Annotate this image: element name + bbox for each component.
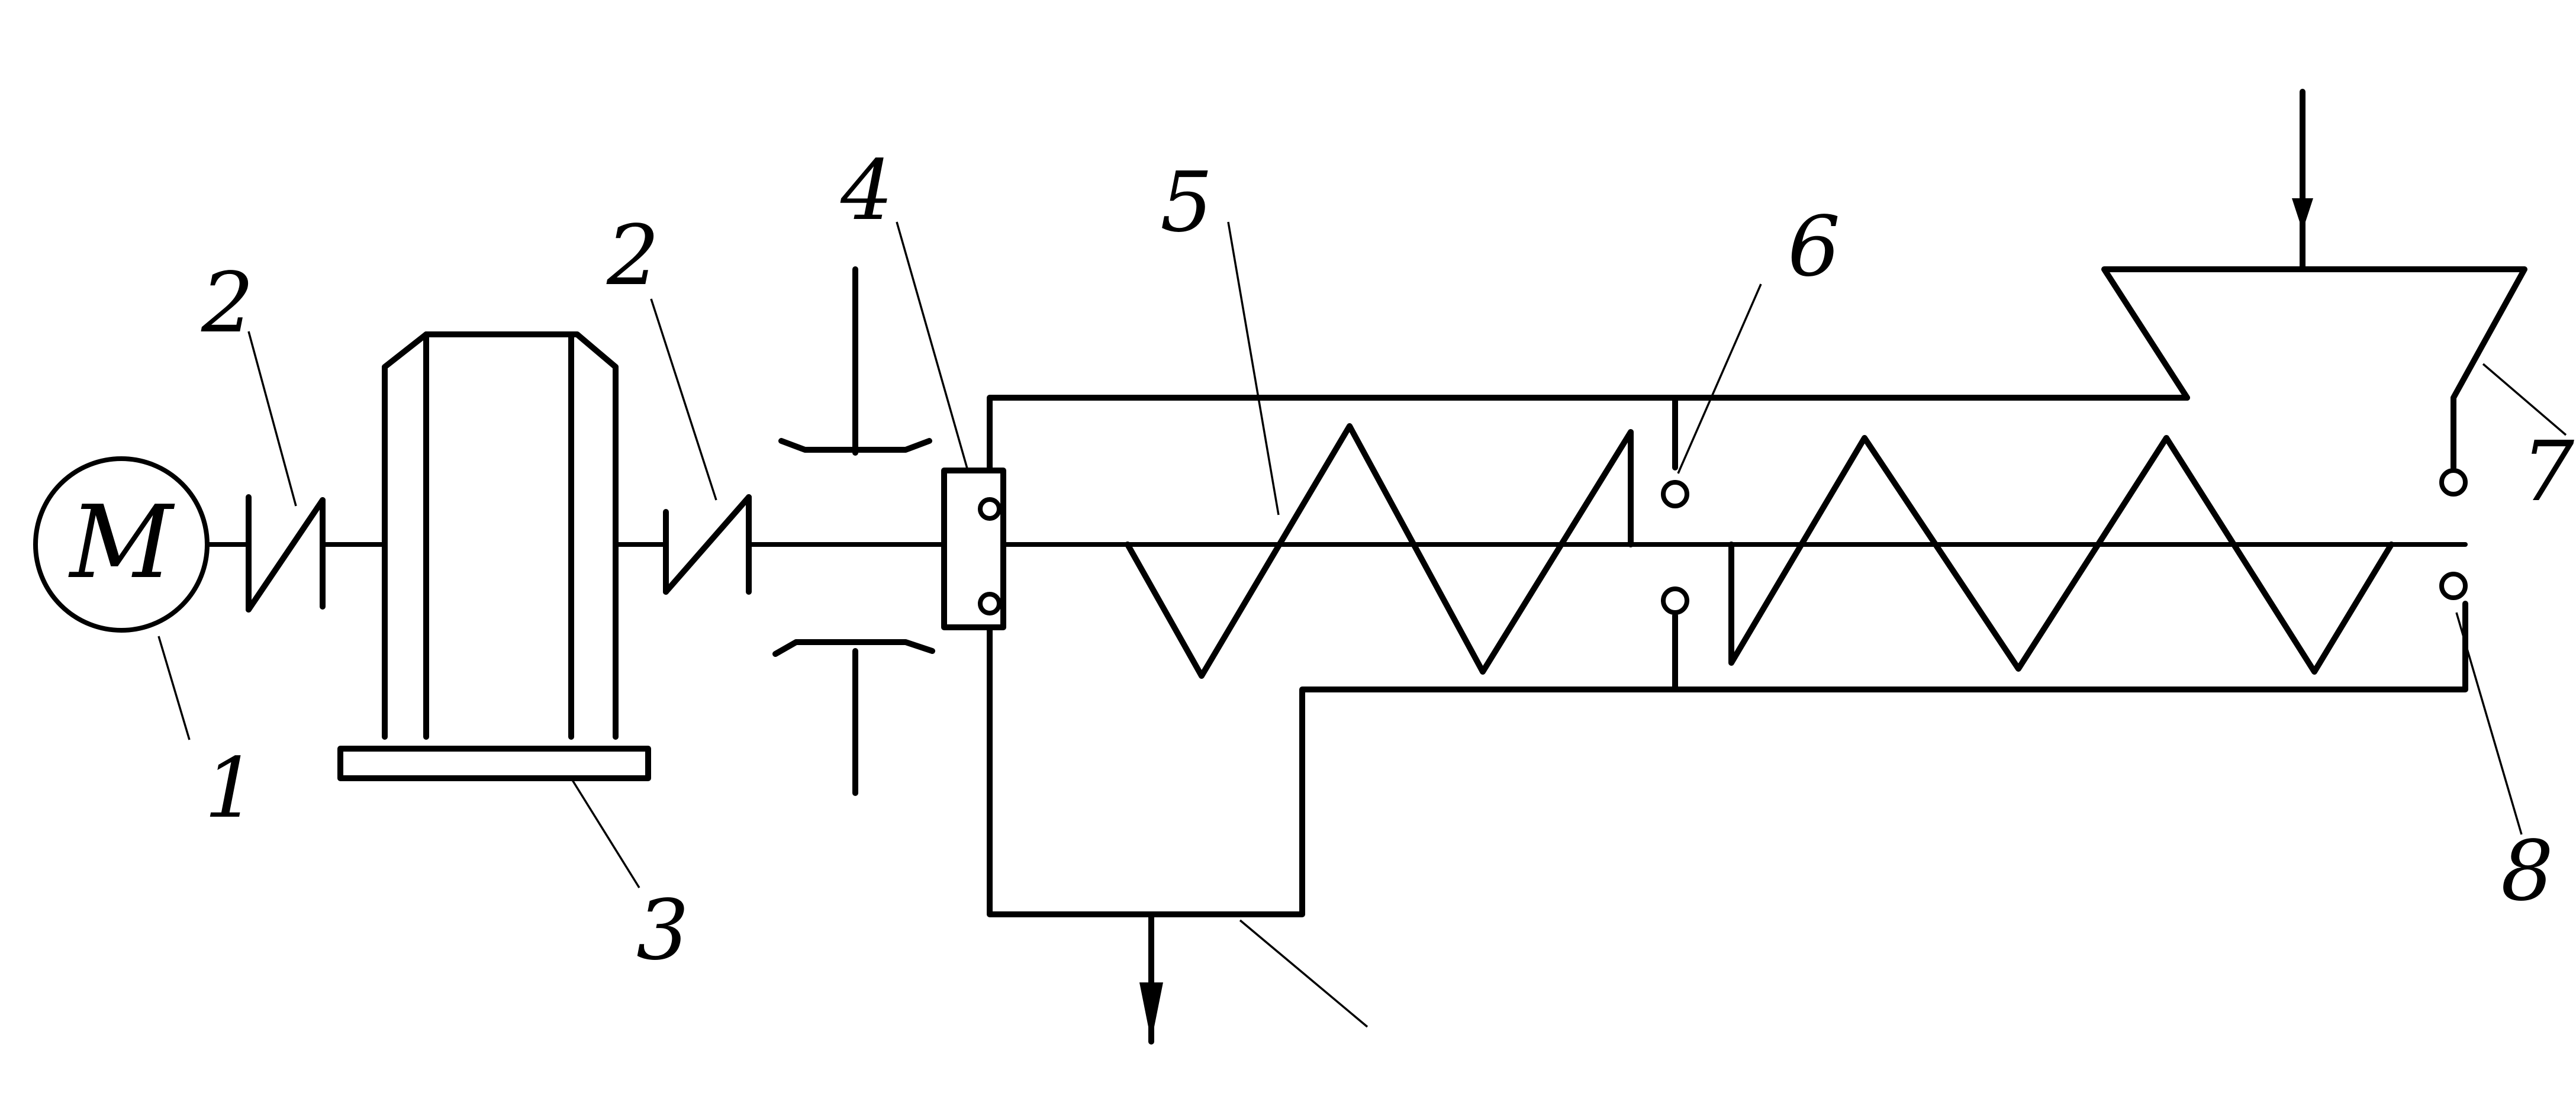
leader-6 (1677, 283, 1762, 474)
gearbox (337, 331, 651, 781)
leader-7 (2482, 363, 2567, 436)
label-7: 7 (2522, 424, 2574, 520)
leader-4 (896, 221, 969, 471)
bearing-housing-4 (941, 468, 1006, 630)
label-2-left: 2 (201, 255, 254, 352)
label-2-right: 2 (606, 208, 659, 304)
inflow-arrow-icon (2292, 89, 2313, 272)
motor-symbol: M (68, 484, 175, 601)
gearbox-base (337, 746, 651, 781)
motor: M (33, 456, 210, 633)
leader-5 (1227, 221, 1280, 515)
label-4: 4 (840, 143, 893, 239)
screw-flight-section-1 (1125, 423, 1634, 679)
leader-8 (2455, 612, 2523, 835)
label-6: 6 (1788, 199, 1840, 295)
leader-1 (157, 636, 191, 740)
label-3: 3 (636, 882, 689, 979)
leader-3 (570, 778, 640, 888)
bearing-4-lower (978, 592, 1002, 615)
label-8: 8 (2501, 823, 2554, 920)
leader-2a (247, 331, 297, 507)
label-5: 5 (1160, 154, 1213, 251)
coupling-left (246, 494, 326, 613)
leader-2b (650, 298, 717, 501)
outflow-arrow-icon (1139, 911, 1163, 1045)
coupling-right (663, 494, 752, 595)
trough-housing (987, 266, 2527, 917)
wall-seal (772, 266, 935, 796)
end-bearing-8 (2439, 468, 2468, 600)
screw-flight-section-2 (1728, 435, 2394, 675)
intermediate-bearing-6 (1661, 395, 1689, 692)
leader-outflow (1239, 919, 1368, 1028)
bearing-4-upper (978, 497, 1002, 521)
label-1: 1 (204, 740, 257, 837)
